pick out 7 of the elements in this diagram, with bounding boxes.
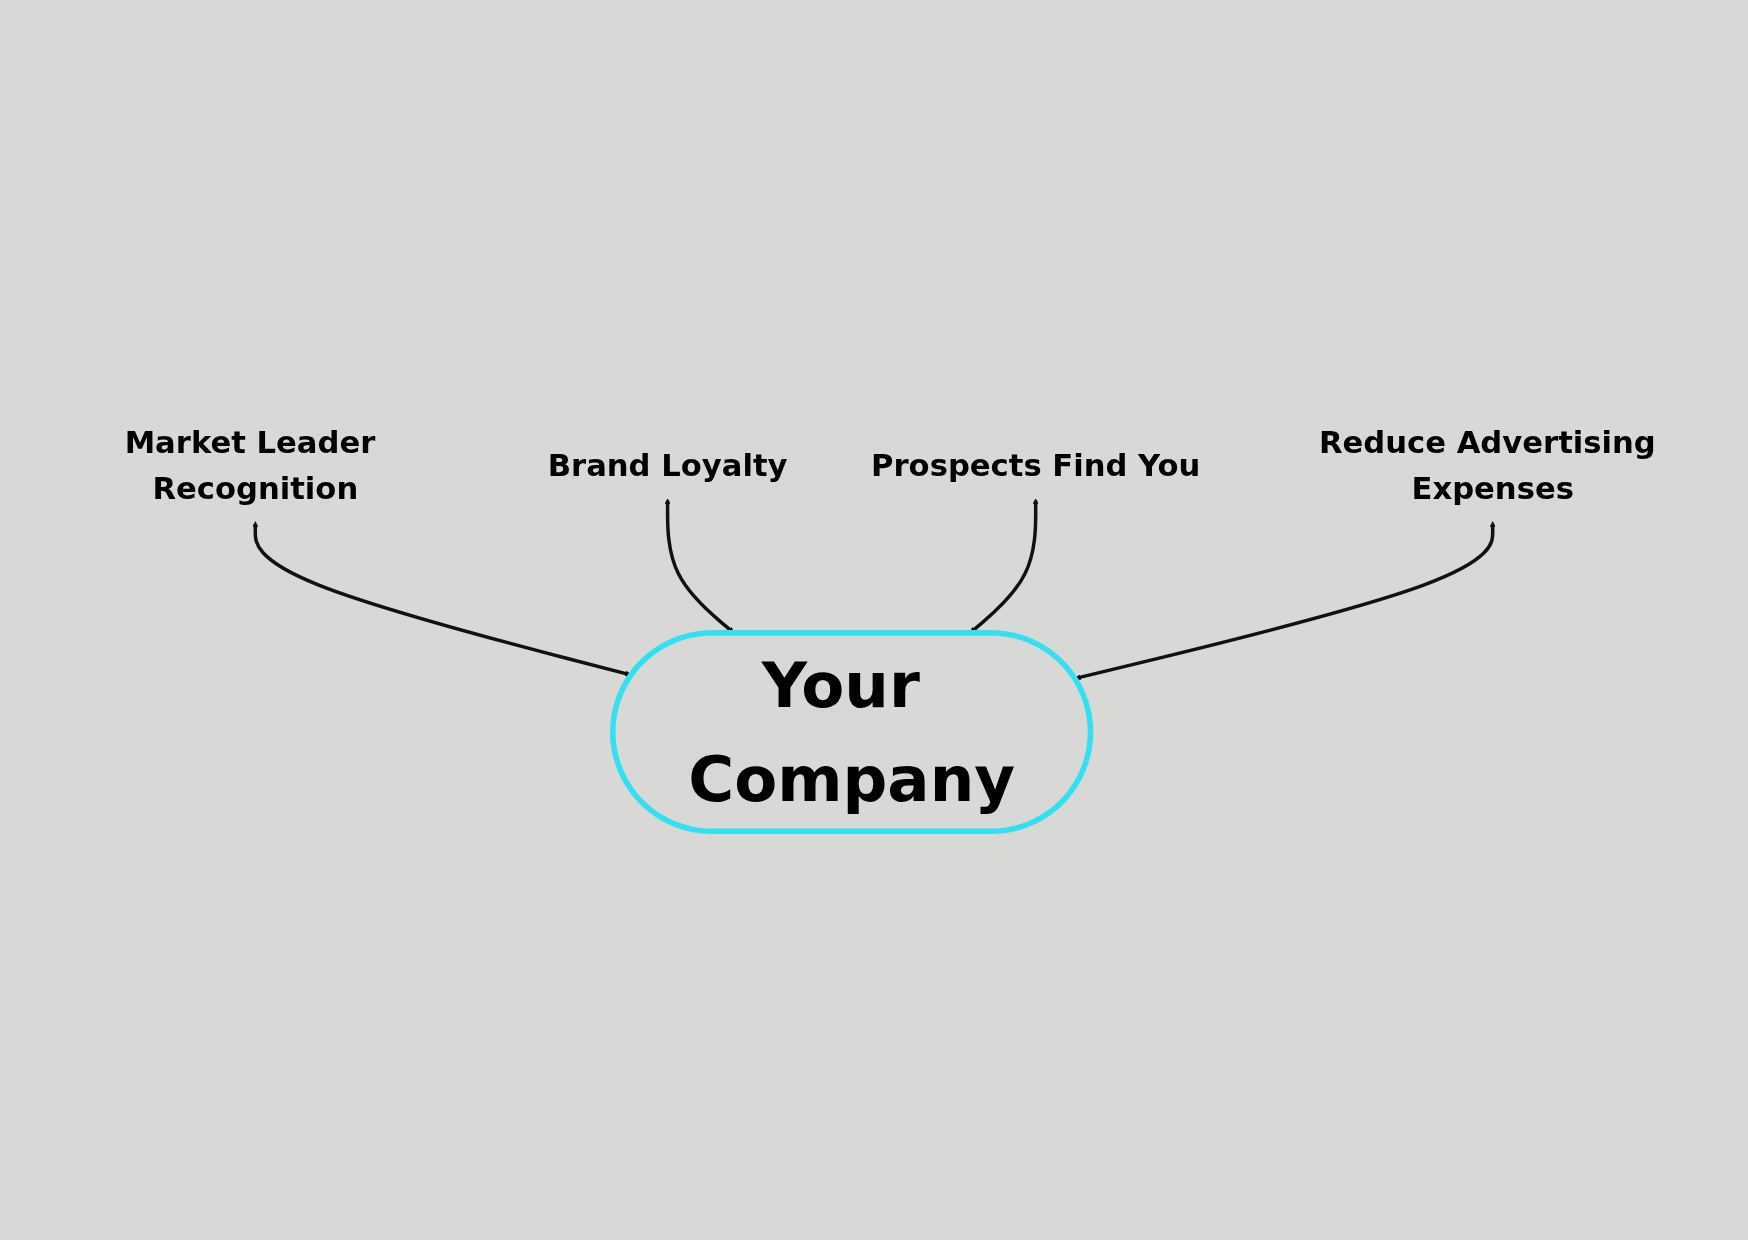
node-text: Market Leader Recognition [124,424,376,506]
arrow [252,521,632,677]
node-text: Brand Loyalty [547,447,788,483]
node-text: Prospects Find You [871,447,1201,483]
node-text: Reduce Advertising Expenses [1318,424,1656,506]
arrow [1074,521,1496,681]
node-text: Your Company [688,648,1016,816]
